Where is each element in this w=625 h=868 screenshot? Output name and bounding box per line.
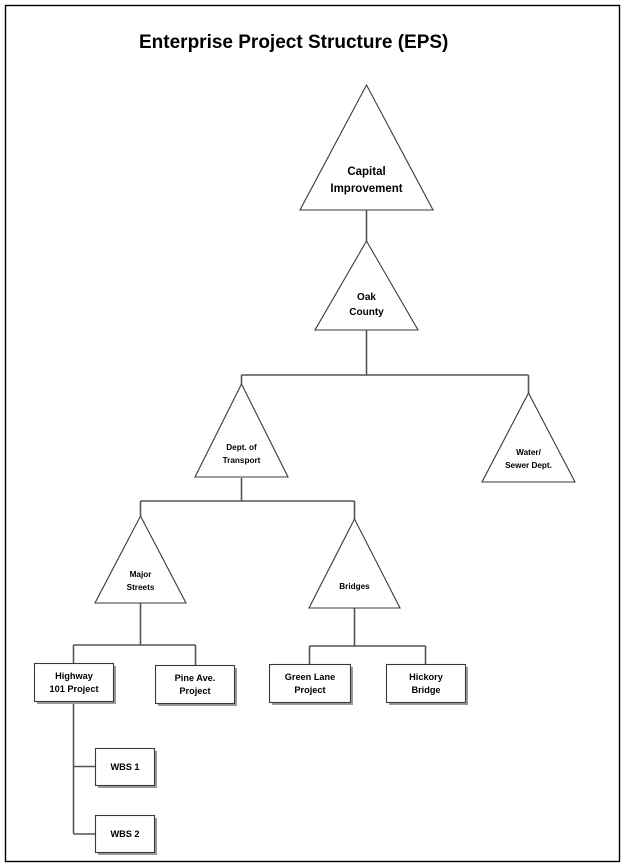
green-lane-project-box[interactable] — [268, 663, 352, 704]
node-wbs-1[interactable]: WBS 1 — [94, 747, 158, 789]
node-green-lane-project[interactable]: Green Lane Project — [268, 663, 354, 706]
oak-county-label-line1: Oak — [357, 292, 376, 303]
hickory-bridge-box[interactable] — [385, 663, 467, 704]
bridges-label-line1: Bridges — [339, 582, 370, 591]
capital-improvement-label-line1: Capital — [347, 166, 385, 178]
hickory-bridge-label-line1: Hickory — [409, 672, 444, 682]
node-bridges[interactable]: Bridges — [308, 517, 401, 609]
wbs-1-box[interactable] — [94, 747, 156, 787]
pine-ave-project-label-line1: Pine Ave. — [175, 673, 216, 683]
dept-of-transport-label-line2: Transport — [223, 456, 261, 465]
green-lane-project-label-line1: Green Lane — [285, 672, 336, 682]
wbs-1-label: WBS 1 — [110, 762, 139, 772]
major-streets-label-line1: Major — [130, 570, 153, 579]
water-sewer-dept-label-line1: Water/ — [516, 448, 541, 457]
wbs-2-box[interactable] — [94, 814, 156, 854]
major-streets-label-line2: Streets — [127, 583, 155, 592]
highway-101-project-label-line2: 101 Project — [49, 684, 98, 694]
pine-ave-project-label-line2: Project — [179, 686, 210, 696]
hickory-bridge-label-line2: Bridge — [411, 685, 440, 695]
water-sewer-dept-triangle[interactable] — [481, 391, 576, 483]
major-streets-triangle[interactable] — [94, 514, 187, 604]
highway-101-project-box[interactable] — [33, 662, 115, 703]
node-capital-improvement[interactable]: Capital Improvement — [299, 83, 434, 211]
node-oak-county[interactable]: Oak County — [314, 239, 419, 331]
node-pine-ave-project[interactable]: Pine Ave. Project — [154, 664, 238, 707]
bridges-triangle[interactable] — [308, 517, 401, 609]
node-water-sewer-dept[interactable]: Water/ Sewer Dept. — [481, 391, 576, 483]
node-highway-101-project[interactable]: Highway 101 Project — [33, 662, 117, 705]
dept-of-transport-triangle[interactable] — [194, 382, 289, 478]
capital-improvement-triangle[interactable] — [299, 83, 434, 211]
oak-county-triangle[interactable] — [314, 239, 419, 331]
capital-improvement-label-line2: Improvement — [330, 183, 402, 195]
dept-of-transport-label-line1: Dept. of — [226, 443, 257, 452]
connector-layer — [72, 210, 530, 835]
green-lane-project-label-line2: Project — [294, 685, 325, 695]
oak-county-label-line2: County — [349, 307, 384, 318]
wbs-2-label: WBS 2 — [110, 829, 139, 839]
highway-101-project-label-line1: Highway — [55, 671, 94, 681]
node-dept-of-transport[interactable]: Dept. of Transport — [194, 382, 289, 478]
node-wbs-2[interactable]: WBS 2 — [94, 814, 158, 856]
node-hickory-bridge[interactable]: Hickory Bridge — [385, 663, 469, 706]
node-major-streets[interactable]: Major Streets — [94, 514, 187, 604]
water-sewer-dept-label-line2: Sewer Dept. — [505, 461, 552, 470]
pine-ave-project-box[interactable] — [154, 664, 236, 705]
page-title: Enterprise Project Structure (EPS) — [139, 32, 448, 53]
